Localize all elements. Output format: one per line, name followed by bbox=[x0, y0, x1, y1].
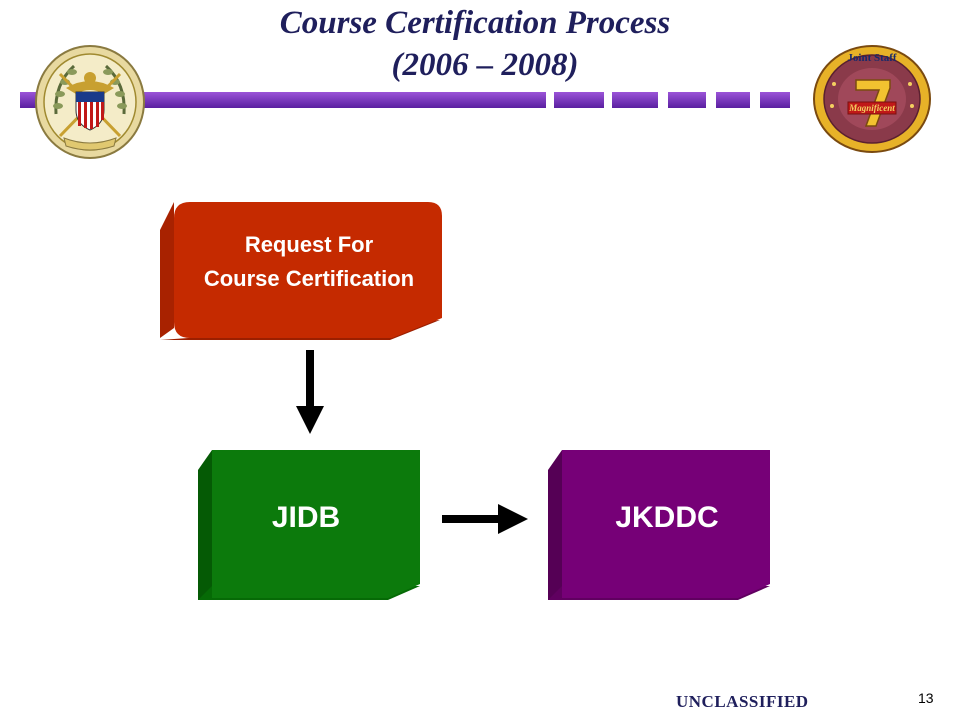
title-line-2: (2006 – 2008) bbox=[391, 47, 579, 83]
band-segment bbox=[554, 92, 604, 108]
svg-text:Magnificent: Magnificent bbox=[848, 103, 895, 113]
title-underline-band bbox=[20, 92, 800, 108]
svg-text:Joint Staff: Joint Staff bbox=[847, 52, 897, 64]
joint-chiefs-seal-icon bbox=[34, 44, 146, 160]
jkddc-box: JKDDC bbox=[548, 448, 772, 600]
page-number: 13 bbox=[918, 690, 934, 706]
classification-marking: UNCLASSIFIED bbox=[676, 692, 809, 711]
jidb-label: JIDB bbox=[271, 501, 341, 534]
joint-staff-j7-seal-icon: Joint Staff Magnificent bbox=[812, 44, 932, 154]
slide-title: Course Certification Process (2006 – 200… bbox=[0, 0, 960, 88]
down-arrow-icon bbox=[296, 350, 324, 434]
band-segment bbox=[760, 92, 790, 108]
request-box-line-1: Request For bbox=[244, 232, 374, 257]
title-line-1: Course Certification Process bbox=[279, 5, 671, 41]
band-segment bbox=[668, 92, 706, 108]
request-box-line-2: Course Certification bbox=[203, 266, 415, 291]
right-arrow-icon bbox=[442, 504, 528, 534]
band-segment bbox=[612, 92, 658, 108]
request-course-certification-box: Request For Course Certification bbox=[160, 200, 444, 342]
jidb-box: JIDB bbox=[198, 448, 422, 600]
jkddc-label: JKDDC bbox=[615, 501, 719, 534]
band-segment bbox=[20, 92, 546, 108]
band-segment bbox=[716, 92, 750, 108]
